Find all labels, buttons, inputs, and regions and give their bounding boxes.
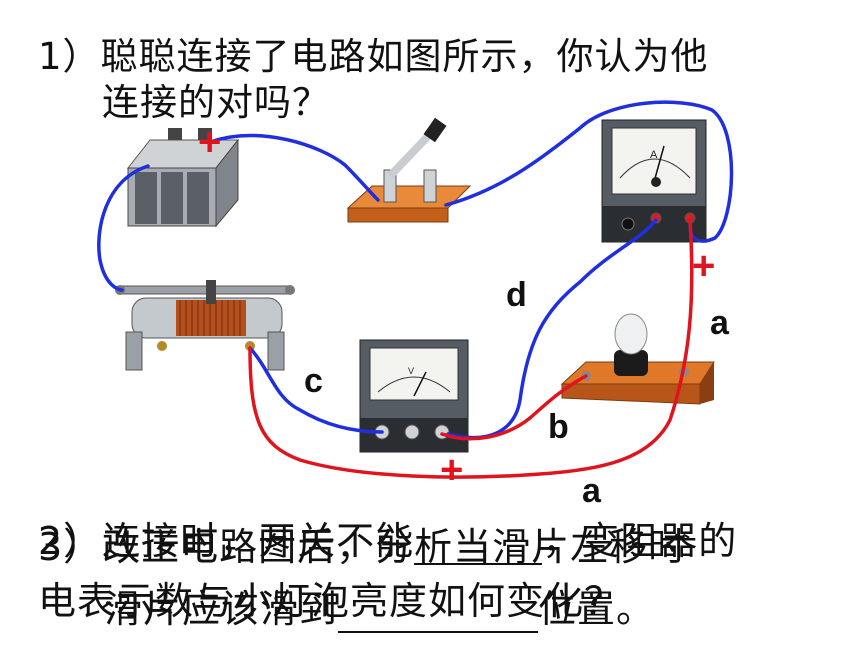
- voltmeter-symbol: V: [408, 366, 414, 376]
- knife-switch: [346, 117, 472, 223]
- wire-a: [248, 218, 694, 479]
- lamp-board: [560, 313, 715, 405]
- question-3-line-2: 电表示数与小灯泡亮度如何变化？: [38, 579, 624, 623]
- wire-battery-to-switch: [208, 133, 380, 202]
- wire-d: [446, 218, 658, 440]
- question-1-line-1: 1）聪聪连接了电路如图所示，你认为他: [38, 35, 709, 78]
- wire-label-a-top: a: [710, 304, 729, 342]
- wire-label-a-bottom: a: [582, 472, 601, 510]
- wire-label-d: d: [506, 276, 527, 314]
- battery-plus-mark: +: [198, 120, 222, 164]
- wire-battery-to-rheostat: [97, 164, 150, 292]
- question-2-line-1: 2）连接时，开关不能，变阻器的: [38, 519, 738, 565]
- blank-2: [338, 595, 539, 633]
- wire-switch-to-ammeter: [444, 100, 734, 243]
- battery-pack: [126, 128, 240, 228]
- ammeter-plus-mark: +: [692, 244, 716, 288]
- voltmeter-plus-mark: +: [440, 448, 464, 492]
- wire-label-b: b: [548, 408, 569, 446]
- wire-c: [248, 346, 384, 434]
- ammeter-symbol: A: [650, 149, 658, 161]
- blue-wires: [97, 100, 734, 440]
- question-2-line-2: 滑片应该滑到位置。: [104, 587, 656, 633]
- question-1-line-2: 连接的对吗？: [102, 81, 330, 124]
- wire-label-c: c: [304, 362, 323, 400]
- wire-b: [440, 374, 588, 441]
- blank-1: [414, 527, 543, 565]
- red-wires: [248, 218, 694, 479]
- question-3-line-1: 3）改正电路图后，分析当滑片左移时: [38, 525, 688, 569]
- rheostat: [115, 280, 295, 371]
